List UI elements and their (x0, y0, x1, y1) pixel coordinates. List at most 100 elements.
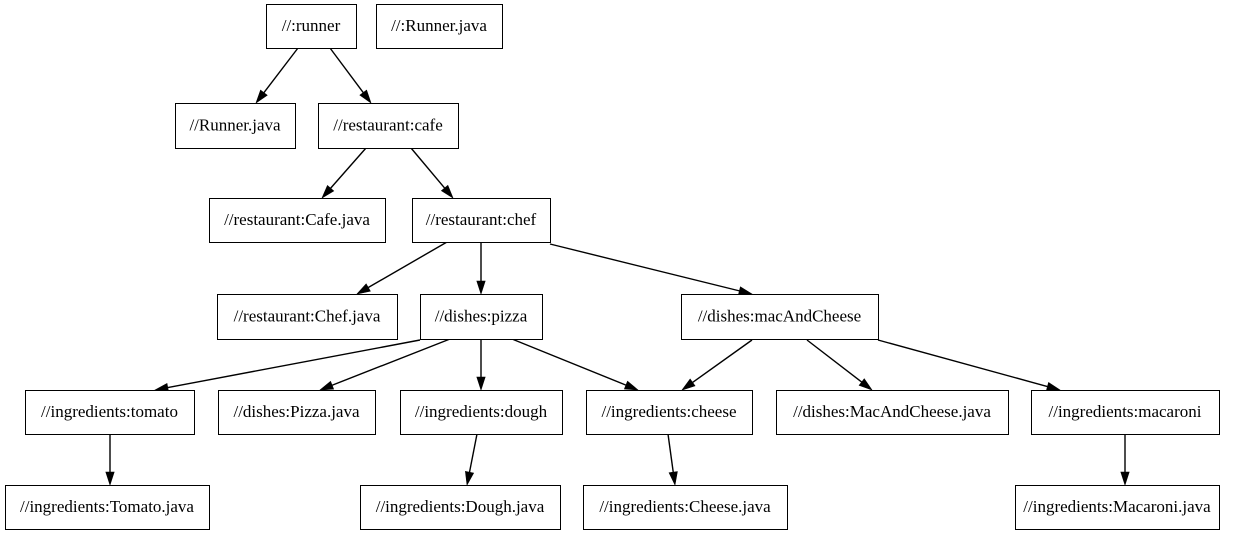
node-label: //Runner.java (189, 115, 281, 134)
graph-node-ing_dough[interactable]: //ingredients:dough (400, 390, 563, 435)
edge-arrowhead-icon (105, 471, 115, 486)
graph-node-ing_macaroni[interactable]: //ingredients:macaroni (1031, 390, 1220, 435)
graph-node-dishes_pizza_java[interactable]: //dishes:Pizza.java (218, 390, 376, 435)
edge-line (367, 241, 448, 289)
node-label: //ingredients:Cheese.java (599, 497, 771, 516)
node-box[interactable] (25, 390, 195, 435)
graph-node-restaurant_chef_java[interactable]: //restaurant:Chef.java (217, 294, 398, 340)
graph-edge (806, 339, 873, 391)
node-box[interactable] (583, 485, 788, 530)
graph-edge (681, 339, 753, 391)
edge-arrowhead-icon (440, 184, 454, 199)
graph-edge (410, 147, 454, 199)
graph-edge (105, 434, 115, 486)
edge-line (167, 339, 421, 389)
graph-node-ing_cheese_java[interactable]: //ingredients:Cheese.java (583, 485, 788, 530)
edge-line (877, 339, 1048, 388)
node-label: //:Runner.java (391, 16, 487, 35)
graph-node-restaurant_chef[interactable]: //restaurant:chef (412, 198, 551, 243)
node-label: //dishes:MacAndCheese.java (793, 402, 991, 421)
node-label: //ingredients:dough (415, 402, 548, 421)
node-label: //restaurant:Chef.java (234, 306, 381, 325)
node-label: //ingredients:Macaroni.java (1023, 497, 1211, 516)
graph-edge (356, 241, 448, 295)
node-box[interactable] (360, 485, 561, 530)
edge-arrowhead-icon (359, 89, 372, 104)
edge-arrowhead-icon (319, 380, 335, 391)
edge-arrowhead-icon (1045, 382, 1061, 391)
graph-node-dishes_macandcheese[interactable]: //dishes:macAndCheese (681, 294, 879, 340)
graph-edge (329, 47, 372, 104)
graph-edge (319, 338, 451, 391)
graph-edge (549, 243, 753, 296)
node-box[interactable] (776, 390, 1009, 435)
graph-node-runner_java[interactable]: //Runner.java (175, 103, 296, 149)
node-box[interactable] (376, 4, 503, 49)
node-label: //ingredients:Dough.java (376, 497, 545, 516)
edge-arrowhead-icon (321, 184, 335, 199)
edge-line (667, 433, 674, 473)
nodes-layer: //:runner //:Runner.java //Runner.java //re… (5, 4, 1220, 530)
graph-edge (321, 147, 367, 199)
graph-edge (476, 339, 486, 391)
edge-arrowhead-icon (623, 380, 639, 391)
edge-line (549, 243, 740, 292)
edge-arrowhead-icon (476, 280, 486, 295)
graph-edge (1120, 434, 1130, 486)
node-box[interactable] (412, 198, 551, 243)
edge-line (468, 433, 478, 473)
graph-node-ing_dough_java[interactable]: //ingredients:Dough.java (360, 485, 561, 530)
node-label: //ingredients:cheese (601, 402, 736, 421)
graph-node-root_runner_java[interactable]: //:Runner.java (376, 4, 503, 49)
graph-edge (476, 242, 486, 295)
node-box[interactable] (1031, 390, 1220, 435)
edge-arrowhead-icon (255, 89, 268, 104)
edge-line (410, 147, 446, 189)
node-box[interactable] (266, 4, 357, 49)
node-box[interactable] (318, 103, 459, 149)
graph-node-restaurant_cafe_java[interactable]: //restaurant:Cafe.java (209, 198, 386, 243)
edge-arrowhead-icon (476, 376, 486, 391)
edge-arrowhead-icon (465, 471, 475, 486)
edge-line (511, 338, 627, 386)
graph-node-ing_tomato[interactable]: //ingredients:tomato (25, 390, 195, 435)
node-box[interactable] (400, 390, 563, 435)
edge-line (806, 339, 863, 383)
node-label: //dishes:macAndCheese (698, 306, 861, 325)
node-label: //ingredients:macaroni (1049, 402, 1202, 421)
node-box[interactable] (218, 390, 376, 435)
node-label: //restaurant:chef (426, 210, 537, 229)
node-label: //:runner (282, 16, 341, 35)
node-box[interactable] (175, 103, 296, 149)
graph-edge (877, 339, 1061, 391)
node-label: //ingredients:tomato (41, 402, 178, 421)
graph-node-ing_tomato_java[interactable]: //ingredients:Tomato.java (5, 485, 210, 530)
edge-arrowhead-icon (858, 378, 873, 391)
node-box[interactable] (420, 294, 543, 340)
node-box[interactable] (586, 390, 753, 435)
edge-line (330, 147, 367, 189)
graph-node-runner[interactable]: //:runner (266, 4, 357, 49)
graph-edge (511, 338, 639, 391)
graph-node-dishes_pizza[interactable]: //dishes:pizza (420, 294, 543, 340)
edge-line (331, 338, 451, 386)
graph-edge (465, 433, 478, 486)
node-box[interactable] (5, 485, 210, 530)
edge-arrowhead-icon (681, 378, 696, 391)
graph-node-dishes_mac_java[interactable]: //dishes:MacAndCheese.java (776, 390, 1009, 435)
edge-line (692, 339, 753, 384)
graph-node-ing_macaroni_java[interactable]: //ingredients:Macaroni.java (1015, 485, 1220, 530)
node-box[interactable] (681, 294, 879, 340)
node-box[interactable] (209, 198, 386, 243)
node-box[interactable] (1015, 485, 1220, 530)
graph-edge (255, 47, 299, 104)
edge-line (329, 47, 364, 93)
node-label: //dishes:pizza (435, 306, 528, 325)
graph-node-ing_cheese[interactable]: //ingredients:cheese (586, 390, 753, 435)
node-box[interactable] (217, 294, 398, 340)
node-label: //restaurant:cafe (333, 115, 443, 134)
edge-arrowhead-icon (1120, 471, 1130, 486)
graph-node-restaurant_cafe[interactable]: //restaurant:cafe (318, 103, 459, 149)
